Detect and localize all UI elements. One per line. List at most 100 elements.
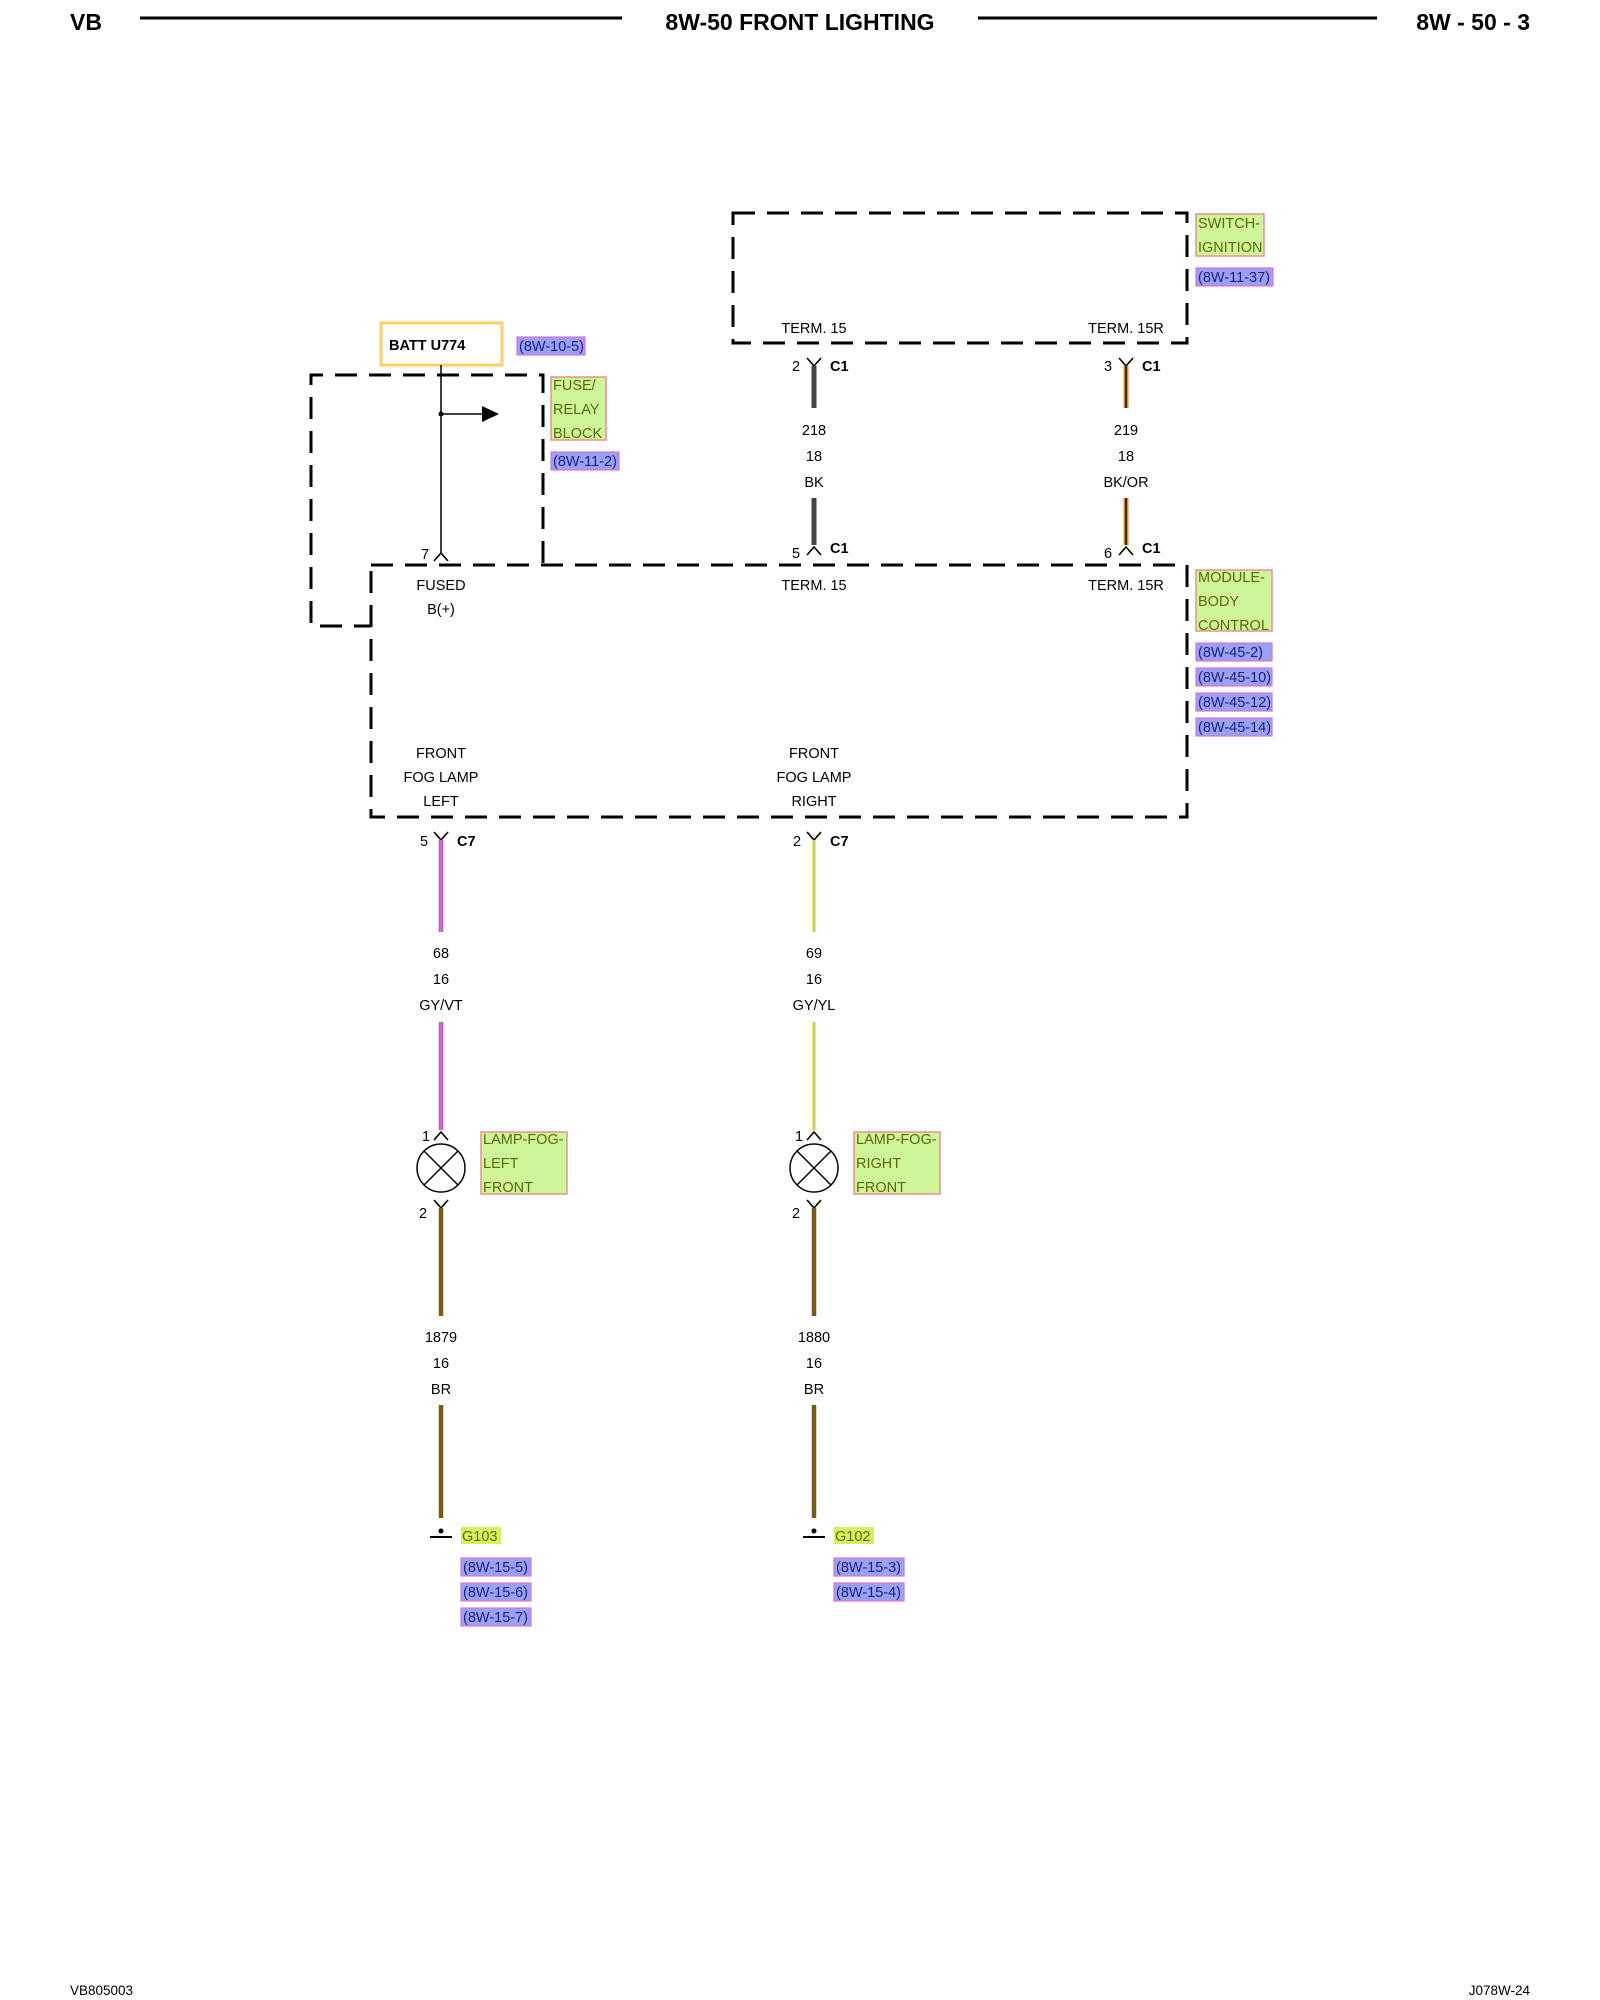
lamp-right-name-1: LAMP-FOG- bbox=[856, 1132, 937, 1148]
bcm-ref-4-bg bbox=[1195, 717, 1273, 737]
wire-219-gauge: 18 bbox=[1118, 449, 1134, 465]
lamp-right-pin2: 2 bbox=[792, 1206, 800, 1222]
bcm-ref-1[interactable]: (8W-45-2) bbox=[1198, 645, 1263, 661]
ground-g102-ref-2[interactable]: (8W-15-4) bbox=[836, 1585, 901, 1601]
body-control-box bbox=[369, 563, 1189, 819]
wire-219: 3 C1 219 18 BK/OR 6 C1 bbox=[1103, 357, 1161, 562]
wire-68-gauge: 16 bbox=[433, 972, 449, 988]
fused-bplus-label: B(+) bbox=[427, 602, 455, 618]
bcm-tag-bg bbox=[1195, 569, 1273, 632]
bcm-c7-pin5-terminal bbox=[433, 831, 449, 842]
page-footer: VB805003 J078W-24 bbox=[70, 1983, 1530, 1998]
batt-label: BATT U774 bbox=[389, 338, 465, 354]
sw-c1-pin2: 2 bbox=[792, 359, 800, 375]
lamp-left-pin1-terminal bbox=[433, 1130, 449, 1141]
fuse-relay-name-1: FUSE/ bbox=[553, 378, 597, 394]
ground-g103-ref-2-bg bbox=[460, 1582, 532, 1602]
footer-ref-id: J078W-24 bbox=[1469, 1983, 1531, 1998]
module-body-control: TERM. 15 TERM. 15R FRONT FOG LAMP LEFT F… bbox=[369, 563, 1273, 819]
lamp-right-tag-bg bbox=[853, 1131, 941, 1195]
wire-69-gauge: 16 bbox=[806, 972, 822, 988]
bcm-term-15-label: TERM. 15 bbox=[781, 578, 846, 594]
fuse-pin-7: 7 bbox=[421, 547, 429, 563]
lamp-left-name-1: LAMP-FOG- bbox=[483, 1132, 564, 1148]
switch-ignition-ref[interactable]: (8W-11-37) bbox=[1198, 270, 1270, 286]
lamp-left-pin2: 2 bbox=[419, 1206, 427, 1222]
fog-left-label-1: FRONT bbox=[416, 746, 466, 762]
ground-g102-icon bbox=[811, 1528, 817, 1534]
fuse-relay-ref[interactable]: (8W-11-2) bbox=[553, 454, 617, 470]
lamp-right-name-3: FRONT bbox=[856, 1180, 906, 1196]
fuse-relay-box bbox=[309, 373, 545, 628]
lamp-left-name-2: LEFT bbox=[483, 1156, 519, 1172]
wire-68-color: GY/VT bbox=[419, 998, 463, 1014]
header-left: VB bbox=[70, 9, 102, 35]
wire-69-color: GY/YL bbox=[793, 998, 836, 1014]
bcm-ref-1-bg bbox=[1195, 642, 1273, 662]
lamp-right-pin1-terminal bbox=[806, 1130, 822, 1141]
ground-g102-ref-1[interactable]: (8W-15-3) bbox=[836, 1560, 901, 1576]
ground-g103-ref-1[interactable]: (8W-15-5) bbox=[463, 1560, 528, 1576]
wire-218-color: BK bbox=[804, 475, 824, 491]
wire-1879-color: BR bbox=[431, 1382, 451, 1398]
bcm-c1-pin6-terminal bbox=[1118, 545, 1134, 556]
fuse-relay-tag-bg bbox=[550, 376, 607, 441]
bcm-ref-4[interactable]: (8W-45-14) bbox=[1198, 720, 1271, 736]
ground-g103-tag-bg bbox=[461, 1527, 501, 1544]
switch-ignition: TERM. 15 TERM. 15R SWITCH- IGNITION (8W-… bbox=[731, 211, 1274, 345]
wire-219-circuit: 219 bbox=[1114, 423, 1138, 439]
fog-left-label-3: LEFT bbox=[423, 794, 459, 810]
bcm-ref-2[interactable]: (8W-45-10) bbox=[1198, 670, 1271, 686]
switch-ignition-name-1: SWITCH- bbox=[1198, 216, 1260, 232]
wire-68-circuit: 68 bbox=[433, 946, 449, 962]
lamp-right-pin1: 1 bbox=[795, 1129, 803, 1145]
sw-c1-pin3-terminal bbox=[1118, 357, 1134, 368]
wire-1880-circuit: 1880 bbox=[798, 1330, 830, 1346]
lamp-left-x-2 bbox=[423, 1150, 459, 1186]
right-fog-circuit: 2 C7 69 16 GY/YL 1 2 LAMP-FOG- RIGHT FRO… bbox=[789, 831, 941, 1602]
fuse-pin-7-terminal bbox=[433, 551, 449, 562]
wire-1879-circuit: 1879 bbox=[425, 1330, 457, 1346]
wire-1880-color: BR bbox=[804, 1382, 824, 1398]
bcm-name-2: BODY bbox=[1198, 594, 1239, 610]
bcm-c1-pin6: 6 bbox=[1104, 546, 1112, 562]
ground-g103-ref-2[interactable]: (8W-15-6) bbox=[463, 1585, 528, 1601]
switch-ignition-tag-bg bbox=[1195, 213, 1265, 257]
sw-c1-pin2-terminal bbox=[806, 357, 822, 368]
switch-ignition-ref-bg bbox=[1195, 267, 1274, 287]
switch-ignition-box bbox=[731, 211, 1189, 345]
fuse-relay-block: BATT U774 (8W-10-5) 7 FUSED B(+) FUSE/ R… bbox=[309, 321, 620, 628]
ground-g103-icon bbox=[438, 1528, 444, 1534]
lamp-left-name-3: FRONT bbox=[483, 1180, 533, 1196]
wire-1880-gauge: 16 bbox=[806, 1356, 822, 1372]
bcm-c1-left-name: C1 bbox=[830, 541, 849, 557]
footer-doc-id: VB805003 bbox=[70, 1983, 133, 1998]
ground-g103-ref-1-bg bbox=[460, 1557, 532, 1577]
sw-c1-left-name: C1 bbox=[830, 359, 849, 375]
sw-c1-right-name: C1 bbox=[1142, 359, 1161, 375]
bcm-c7-left-name: C7 bbox=[457, 834, 476, 850]
ground-g103-ref-3[interactable]: (8W-15-7) bbox=[463, 1610, 528, 1626]
sw-c1-pin3: 3 bbox=[1104, 359, 1112, 375]
fuse-relay-ref-bg bbox=[550, 451, 620, 471]
page-title: 8W-50 FRONT LIGHTING bbox=[665, 9, 934, 35]
bcm-name-1: MODULE- bbox=[1198, 570, 1265, 586]
batt-ref-bg bbox=[516, 336, 586, 356]
bcm-ref-3[interactable]: (8W-45-12) bbox=[1198, 695, 1271, 711]
batt-ref[interactable]: (8W-10-5) bbox=[519, 339, 584, 355]
ground-g102-name: G102 bbox=[835, 1529, 870, 1545]
fused-label: FUSED bbox=[416, 578, 465, 594]
lamp-left-tag-bg bbox=[480, 1131, 568, 1195]
ground-g103-ref-3-bg bbox=[460, 1607, 532, 1627]
page-number: 8W - 50 - 3 bbox=[1416, 9, 1530, 35]
wire-218-gauge: 18 bbox=[806, 449, 822, 465]
bcm-c7-pin2-terminal bbox=[806, 831, 822, 842]
bcm-c1-pin5: 5 bbox=[792, 546, 800, 562]
bcm-ref-2-bg bbox=[1195, 667, 1273, 687]
fog-right-label-1: FRONT bbox=[789, 746, 839, 762]
wire-69-circuit: 69 bbox=[806, 946, 822, 962]
lamp-right-x-2 bbox=[796, 1150, 832, 1186]
wire-1879-gauge: 16 bbox=[433, 1356, 449, 1372]
ground-g102-ref-1-bg bbox=[833, 1557, 905, 1577]
